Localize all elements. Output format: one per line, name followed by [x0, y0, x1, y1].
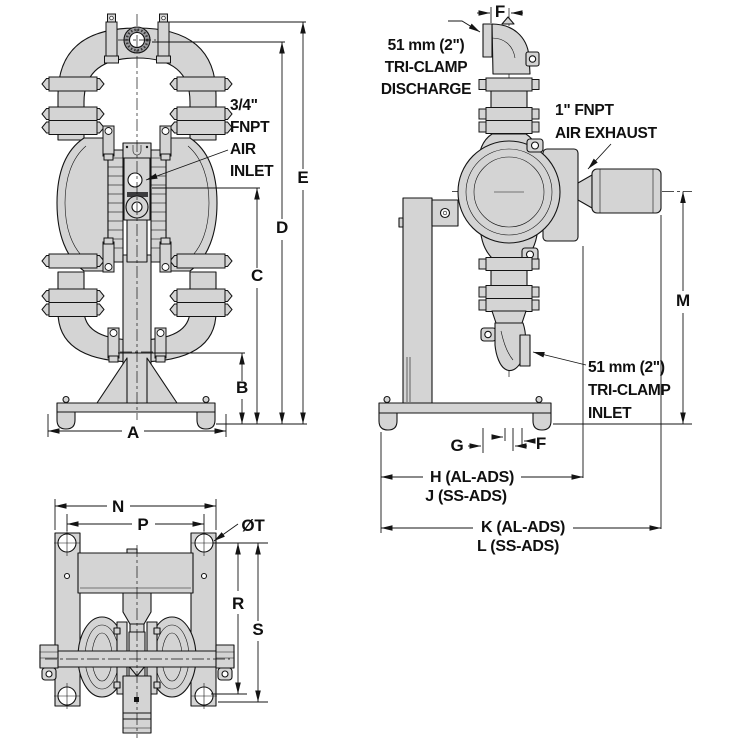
- right-rail: [190, 532, 217, 707]
- diaphragm-clamp-ribs: [107, 149, 167, 263]
- plan-view: N P R S ØT: [39, 497, 268, 738]
- muffler: [591, 168, 662, 214]
- dim-C: C: [251, 266, 263, 285]
- dim-T: ØT: [241, 516, 265, 535]
- air-inlet-label-line1: 3/4": [230, 97, 258, 114]
- clamp-ears: [480, 138, 544, 342]
- dim-E: E: [297, 168, 308, 187]
- front-view: 3/4" FNPT AIR INLET A B C D E: [41, 13, 309, 442]
- front-left-foot: [56, 411, 76, 430]
- dim-L: L (SS-ADS): [477, 538, 559, 555]
- mounting-holes: [54, 530, 217, 709]
- right-diaphragm-chamber: [165, 137, 218, 272]
- dim-D: D: [276, 218, 288, 237]
- dim-A: A: [127, 423, 139, 442]
- valve-label-plate: [127, 192, 148, 197]
- left-diaphragm-chamber: [56, 137, 109, 272]
- discharge-piping: [478, 16, 540, 134]
- discharge-label-line3: DISCHARGE: [381, 81, 471, 98]
- inlet-piping: [478, 257, 540, 372]
- dim-F-top: F: [495, 2, 505, 21]
- inlet-label-line3: INLET: [588, 405, 632, 422]
- side-view: 51 mm (2") TRI-CLAMP DISCHARGE 1" FNPT A…: [378, 2, 692, 555]
- air-inlet-label-line2: FNPT: [230, 119, 270, 136]
- inlet-label-line1: 51 mm (2"): [588, 359, 665, 376]
- air-inlet-label-line4: INLET: [230, 163, 274, 180]
- side-left-foot: [378, 412, 398, 431]
- dim-P: P: [137, 515, 148, 534]
- front-dimension-lines: [48, 22, 306, 434]
- side-reference-lines: [380, 7, 692, 533]
- elbow-lug: [501, 16, 515, 25]
- inlet-flange: [519, 334, 531, 367]
- air-inlet-port: [127, 172, 143, 188]
- dim-K: K (AL-ADS): [481, 519, 565, 536]
- side-right-foot: [532, 412, 552, 431]
- left-rail: [54, 532, 81, 707]
- dim-B: B: [236, 378, 248, 397]
- dim-H: H (AL-ADS): [430, 469, 514, 486]
- discharge-label-line2: TRI-CLAMP: [385, 59, 468, 76]
- pump-body-circle: [457, 140, 561, 244]
- dim-J: J (SS-ADS): [425, 488, 506, 505]
- front-stand: [56, 254, 216, 430]
- front-reference-lines: [47, 21, 307, 437]
- plan-dimension-lines: [55, 503, 261, 702]
- front-right-foot: [196, 411, 216, 430]
- inlet-leader: [532, 351, 587, 366]
- dim-G: G: [450, 436, 463, 455]
- exhaust-leader: [587, 143, 612, 170]
- inlet-label-line2: TRI-CLAMP: [588, 382, 671, 399]
- air-valve-body: [122, 142, 152, 263]
- exhaust-label-line1: 1" FNPT: [555, 102, 614, 119]
- dim-M: M: [676, 291, 690, 310]
- frame-cross-bar: [77, 548, 194, 594]
- side-dimension-lines: [381, 10, 686, 531]
- discharge-elbow: [491, 23, 531, 75]
- dim-N: N: [112, 497, 124, 516]
- discharge-flange: [482, 23, 493, 58]
- hole-dia-leader: [213, 523, 239, 542]
- air-inlet-leader: [145, 149, 229, 181]
- muffler-adapter-cone: [577, 174, 593, 209]
- discharge-label-line1: 51 mm (2"): [388, 37, 465, 54]
- discharge-leader: [448, 20, 481, 33]
- exhaust-label-line2: AIR EXHAUST: [555, 125, 658, 142]
- dim-S: S: [252, 620, 263, 639]
- air-inlet-label-line3: AIR: [230, 141, 256, 158]
- dim-R: R: [232, 594, 244, 613]
- side-stand: [378, 197, 552, 431]
- dim-F-bottom: F: [536, 434, 546, 453]
